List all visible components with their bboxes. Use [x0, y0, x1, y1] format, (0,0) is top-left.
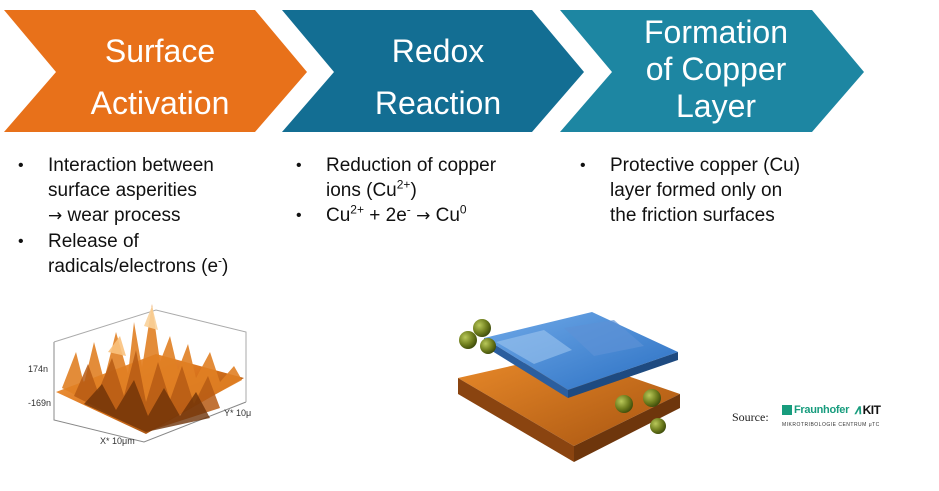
step-title-copper-layer: Formation of Copper Layer	[614, 14, 818, 125]
bullet-text-part: + 2e	[363, 205, 407, 226]
afm-surface-image: 174n -169n X* 10μm Y* 10μ	[28, 304, 251, 446]
bullet-text: Interaction between	[48, 155, 214, 176]
step1-line1: Surface	[104, 33, 216, 69]
source-label: Source:	[732, 410, 769, 424]
bullet-text: surface asperities	[48, 180, 197, 201]
bullet-equation: Cu2+ + 2e- → Cu0	[294, 203, 564, 229]
bullet-text: the friction surfaces	[610, 205, 775, 226]
bullet-text-part: )	[222, 256, 229, 277]
logo-subtitle: MIKROTRIBOLOGIE CENTRUM μTC	[782, 422, 880, 428]
bullet-text: Protective copper (Cu)	[610, 155, 801, 176]
afm-x-label: X* 10μm	[100, 436, 135, 446]
source-logo: Fraunhofer ∧ KIT MIKROTRIBOLOGIE CENTRUM…	[782, 402, 890, 432]
step-title-redox-reaction: Redox Reaction	[338, 25, 538, 129]
bullet-text-part: )	[410, 180, 417, 201]
afm-z-top-label: 174n	[28, 364, 48, 374]
right-arrow-icon: →	[416, 206, 431, 226]
bullet-reduction: Reduction of copper ions (Cu2+)	[294, 153, 564, 203]
process-chevrons	[4, 10, 864, 132]
bullets-surface-activation: Interaction between surface asperities →…	[16, 153, 286, 279]
bullet-text-part: ions (Cu	[326, 180, 397, 201]
afm-z-bottom-label: -169n	[28, 398, 51, 408]
bullet-text: → wear process	[48, 203, 286, 229]
bullet-interaction: Interaction between surface asperities →…	[16, 153, 286, 229]
chevron-surface-activation	[4, 10, 307, 132]
kit-logo-icon: ∧	[853, 402, 863, 417]
bullet-text: Reduction of copper	[326, 155, 497, 176]
logo-kit-text: KIT	[862, 403, 881, 417]
bullets-copper-layer: Protective copper (Cu) layer formed only…	[578, 153, 868, 228]
step3-line2: of Copper	[645, 51, 787, 87]
bullet-text-part: Cu	[435, 205, 460, 226]
chevron-redox-reaction	[282, 10, 584, 132]
step1-line2: Activation	[90, 85, 230, 121]
bullet-text: radicals/electrons (e-)	[48, 254, 286, 279]
step2-line2: Reaction	[374, 85, 502, 121]
superscript: 0	[459, 202, 467, 217]
superscript: 2+	[350, 202, 364, 217]
superscript: 2+	[396, 177, 411, 192]
step3-line3: Layer	[675, 88, 757, 124]
step-title-surface-activation: Surface Activation	[60, 25, 260, 129]
bullets-redox-reaction: Reduction of copper ions (Cu2+) Cu2+ + 2…	[294, 153, 564, 229]
chevron-copper-layer	[560, 10, 864, 132]
superscript: -	[406, 202, 411, 217]
bullet-text-part: wear process	[67, 205, 181, 226]
bullet-text: ions (Cu2+)	[326, 178, 564, 203]
bullet-protective: Protective copper (Cu) layer formed only…	[578, 153, 868, 228]
bullet-text: Cu2+ + 2e- → Cu0	[326, 203, 564, 229]
logo-fraunhofer-text: Fraunhofer	[794, 404, 850, 416]
afm-y-label: Y* 10μ	[224, 408, 251, 418]
step3-line1: Formation	[643, 14, 789, 50]
bullet-text-part: radicals/electrons (e	[48, 256, 219, 277]
right-arrow-icon: →	[48, 206, 63, 226]
copper-layer-image	[458, 312, 680, 462]
bullet-text: layer formed only on	[610, 180, 783, 201]
bullet-text: Release of	[48, 231, 139, 252]
logo-upper: Fraunhofer ∧ KIT	[782, 402, 890, 418]
bullet-text-part: Cu	[326, 205, 351, 226]
step2-line1: Redox	[391, 33, 485, 69]
superscript: -	[218, 253, 223, 268]
bullet-release: Release of radicals/electrons (e-)	[16, 229, 286, 279]
fraunhofer-logo-icon	[782, 405, 792, 415]
